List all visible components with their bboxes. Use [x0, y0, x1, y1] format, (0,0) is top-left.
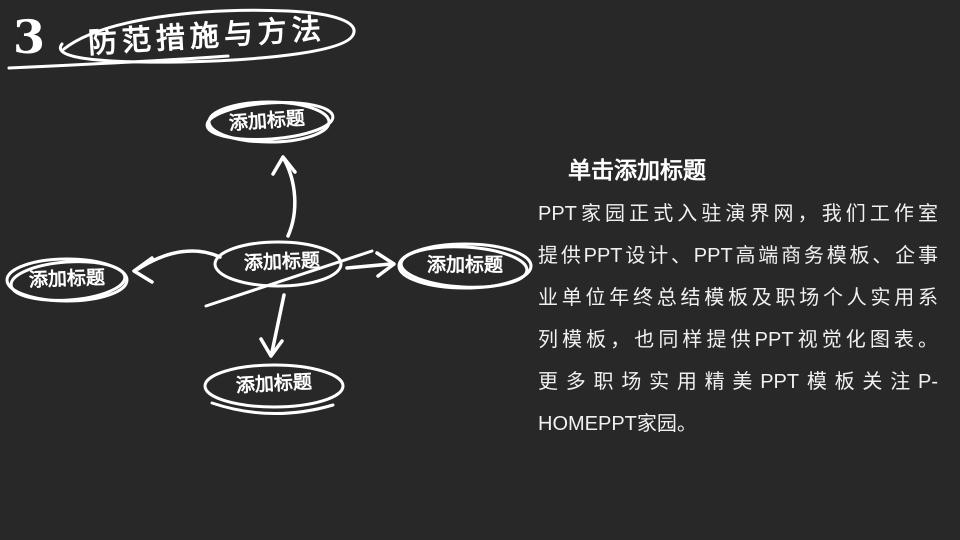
node-right-ellipse-sketch [399, 245, 529, 289]
content-heading: 单击添加标题 [568, 157, 706, 183]
content-body-line: 业单位年终总结模板及职场个人实用系 [538, 287, 938, 309]
arrow-right [345, 251, 396, 278]
node-left-ellipse-sketch [9, 260, 127, 302]
node-center-sketch-stroke [204, 249, 374, 308]
content-body-line: 更多职场实用精美PPT模板关注P- [538, 371, 938, 393]
arrow-down [259, 293, 286, 358]
content-body-line: HOMEPPT家园。 [538, 413, 697, 435]
node-bottom-sketch-stroke [210, 401, 335, 415]
arrow-left [132, 249, 222, 284]
content-block: 单击添加标题 PPT家园正式入驻演界网，我们工作室 提供PPT设计、PPT高端商… [538, 155, 938, 445]
title-outline-understroke [7, 54, 230, 70]
node-label-right: 添加标题 [426, 255, 503, 276]
content-body-line: PPT家园正式入驻演界网，我们工作室 [538, 203, 938, 225]
section-number: 3 [13, 10, 46, 64]
arrow-up [271, 155, 297, 238]
node-bottom-ellipse [203, 363, 345, 409]
node-label-center: 添加标题 [243, 250, 321, 275]
node-top-ellipse-sketch [205, 101, 335, 141]
node-label-left: 添加标题 [28, 267, 106, 292]
node-center-ellipse [213, 240, 343, 288]
content-body-line: 列模板，也同样提供PPT视觉化图表。 [538, 329, 938, 351]
content-body-line: 提供PPT设计、PPT高端商务模板、企事 [538, 245, 938, 267]
